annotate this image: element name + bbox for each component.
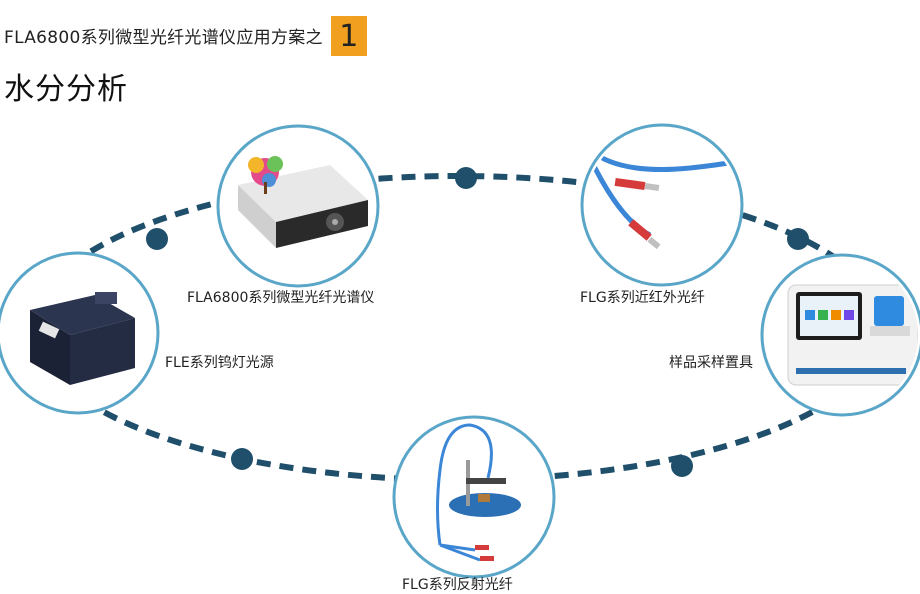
ring-dot [787, 228, 809, 250]
header: FLA6800系列微型光纤光谱仪应用方案之 1 [4, 16, 367, 56]
label-lamp: FLE系列钨灯光源 [165, 355, 274, 371]
header-title: FLA6800系列微型光纤光谱仪应用方案之 [4, 27, 323, 48]
node-reflect-fiber [392, 415, 556, 579]
node-lamp [0, 251, 160, 415]
reflection-probe-image [398, 421, 550, 573]
label-spectrometer: FLA6800系列微型光纤光谱仪 [187, 290, 375, 306]
ring-dot [231, 448, 253, 470]
label-nir-fiber: FLG系列近红外光纤 [580, 290, 705, 306]
sampler-device-image [766, 259, 918, 411]
label-reflect-fiber: FLG系列反射光纤 [402, 577, 513, 593]
page-subtitle: 水分分析 [4, 72, 128, 107]
label-sampler: 样品采样置具 [669, 355, 753, 371]
ring-dot [671, 455, 693, 477]
ring-dot [146, 228, 168, 250]
node-spectrometer [216, 124, 380, 288]
tungsten-lamp-image [2, 257, 154, 409]
node-nir-fiber [580, 123, 744, 287]
node-sampler [760, 253, 920, 417]
step-badge: 1 [330, 16, 367, 56]
ring-dot [455, 167, 477, 189]
fiber-image [586, 129, 738, 281]
spectrometer-image [222, 130, 374, 282]
